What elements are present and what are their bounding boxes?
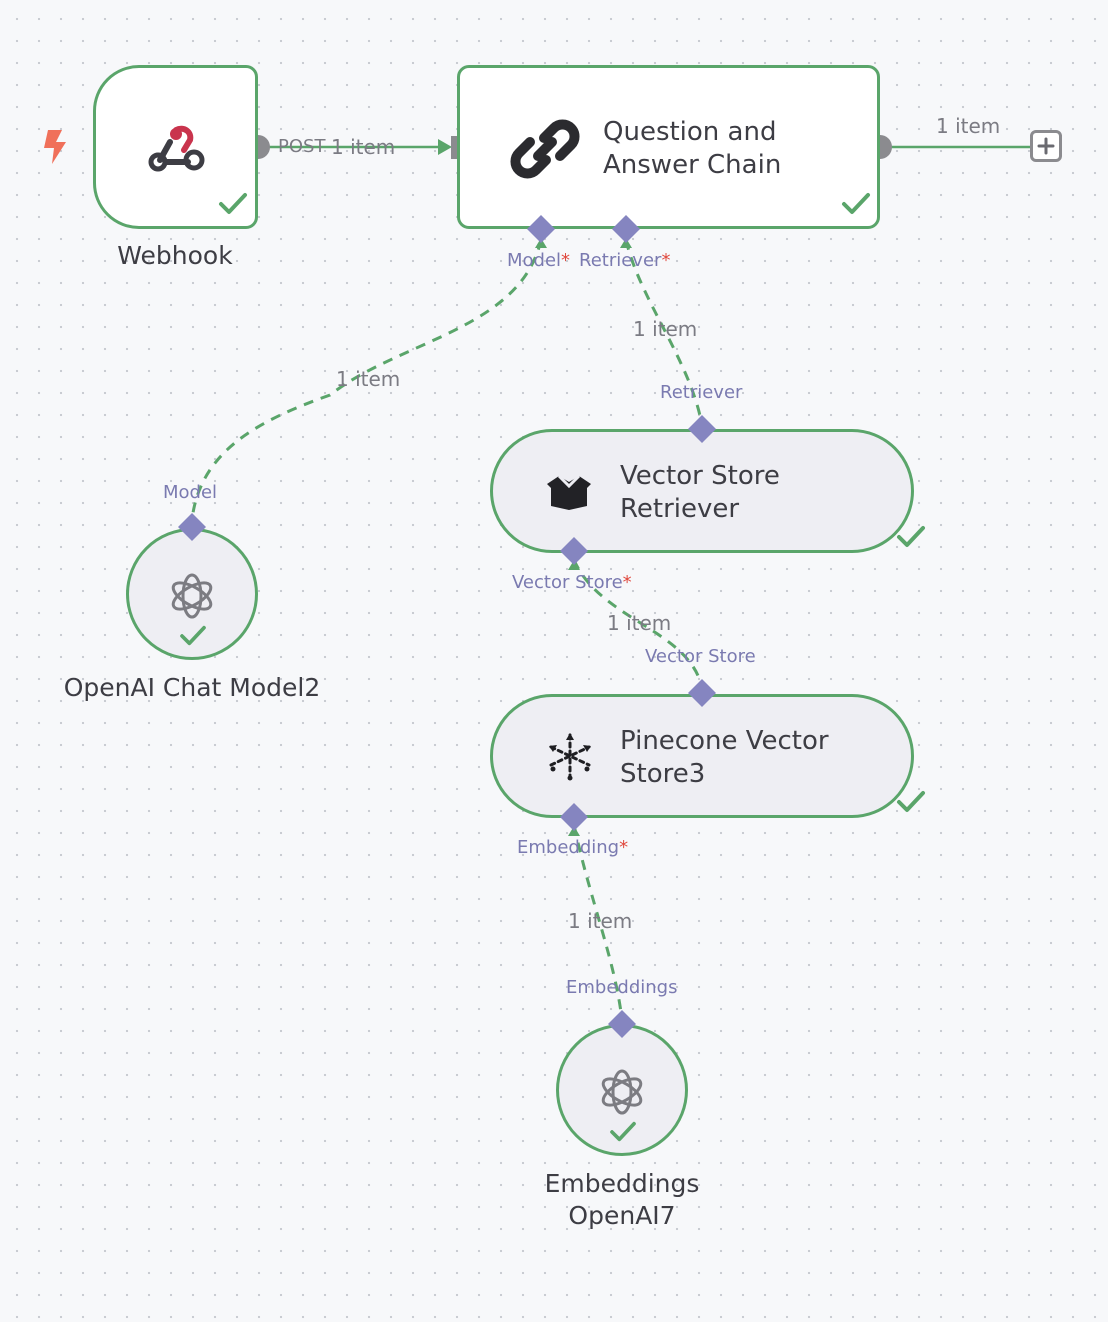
embeddings-node[interactable] [556, 1024, 688, 1156]
arrow-up-icon [568, 826, 580, 836]
pinecone-input-label: Vector Store [645, 646, 756, 667]
openai-chat-port-label: Model [163, 482, 218, 503]
webhook-icon [148, 125, 205, 172]
embedding-port-label: Embedding* [517, 837, 629, 858]
arrow-up-icon [568, 560, 580, 570]
edge-label-webhook: 1 item [331, 135, 396, 159]
retriever-port-label: Retriever* [579, 250, 671, 271]
vector-store-input-port-diamond[interactable] [688, 679, 716, 707]
embeddings-port-label: Embeddings [566, 977, 678, 998]
openai-icon [601, 1069, 643, 1115]
add-node-button[interactable] [1030, 130, 1062, 162]
webhook-node[interactable] [93, 65, 258, 229]
openai-chat-title: OpenAI Chat Model2 [63, 673, 321, 702]
arrow-up-icon [620, 238, 632, 248]
model-port-label: Model* [507, 250, 571, 271]
success-check-icon [897, 526, 925, 547]
retriever-port-diamond[interactable] [612, 215, 640, 243]
webhook-title: Webhook [117, 241, 233, 270]
pinecone-title-line2: Store3 [620, 759, 706, 789]
webhook-output-label: POST [278, 136, 326, 157]
success-check-icon [897, 791, 925, 812]
box-icon [547, 474, 591, 510]
vector-retriever-node[interactable]: Vector Store Retriever [490, 429, 914, 553]
embeddings-title-line2: OpenAI7 [568, 1201, 676, 1230]
chain-link-icon [510, 119, 580, 179]
retriever-input-label: Retriever [660, 382, 743, 403]
success-check-icon [610, 1121, 636, 1142]
embeddings-title-line1: Embeddings [544, 1169, 700, 1198]
vector-retriever-title-line2: Retriever [620, 494, 740, 524]
edge-label-vector-store: 1 item [607, 611, 672, 635]
embedding-port-diamond[interactable] [560, 803, 588, 831]
qa-chain-node[interactable]: Question and Answer Chain [457, 65, 880, 229]
edge-vector-store[interactable] [572, 559, 704, 689]
bolt-icon [44, 130, 66, 164]
openai-chat-node[interactable] [126, 528, 258, 660]
retriever-input-port-diamond[interactable] [688, 415, 716, 443]
vector-store-port-diamond[interactable] [560, 537, 588, 565]
edge-model[interactable] [190, 239, 543, 521]
success-check-icon [842, 193, 870, 214]
vector-retriever-title-line1: Vector Store [620, 461, 780, 491]
qa-chain-title-line2: Answer Chain [603, 150, 782, 180]
edge-label-model: 1 item [336, 367, 401, 391]
vector-store-port-label: Vector Store* [512, 572, 632, 593]
model-port-diamond[interactable] [527, 215, 555, 243]
edge-label-embedding: 1 item [568, 909, 633, 933]
pinecone-node[interactable]: Pinecone Vector Store3 [490, 694, 914, 818]
pinecone-title-line1: Pinecone Vector [620, 726, 829, 756]
embeddings-input-port-diamond[interactable] [608, 1010, 636, 1038]
edge-retriever[interactable] [624, 239, 704, 426]
success-check-icon [219, 193, 247, 214]
pinecone-icon [549, 733, 591, 781]
edge-label-retriever: 1 item [633, 317, 698, 341]
qa-chain-title-line1: Question and [603, 117, 777, 147]
edge-label-chain-output: 1 item [936, 114, 1001, 138]
openai-icon [171, 573, 213, 619]
edge-embedding[interactable] [572, 824, 624, 1021]
success-check-icon [180, 625, 206, 646]
arrow-head-icon [438, 139, 452, 155]
arrow-up-icon [535, 238, 547, 248]
plus-icon [1037, 137, 1055, 155]
model-input-port-diamond[interactable] [178, 513, 206, 541]
